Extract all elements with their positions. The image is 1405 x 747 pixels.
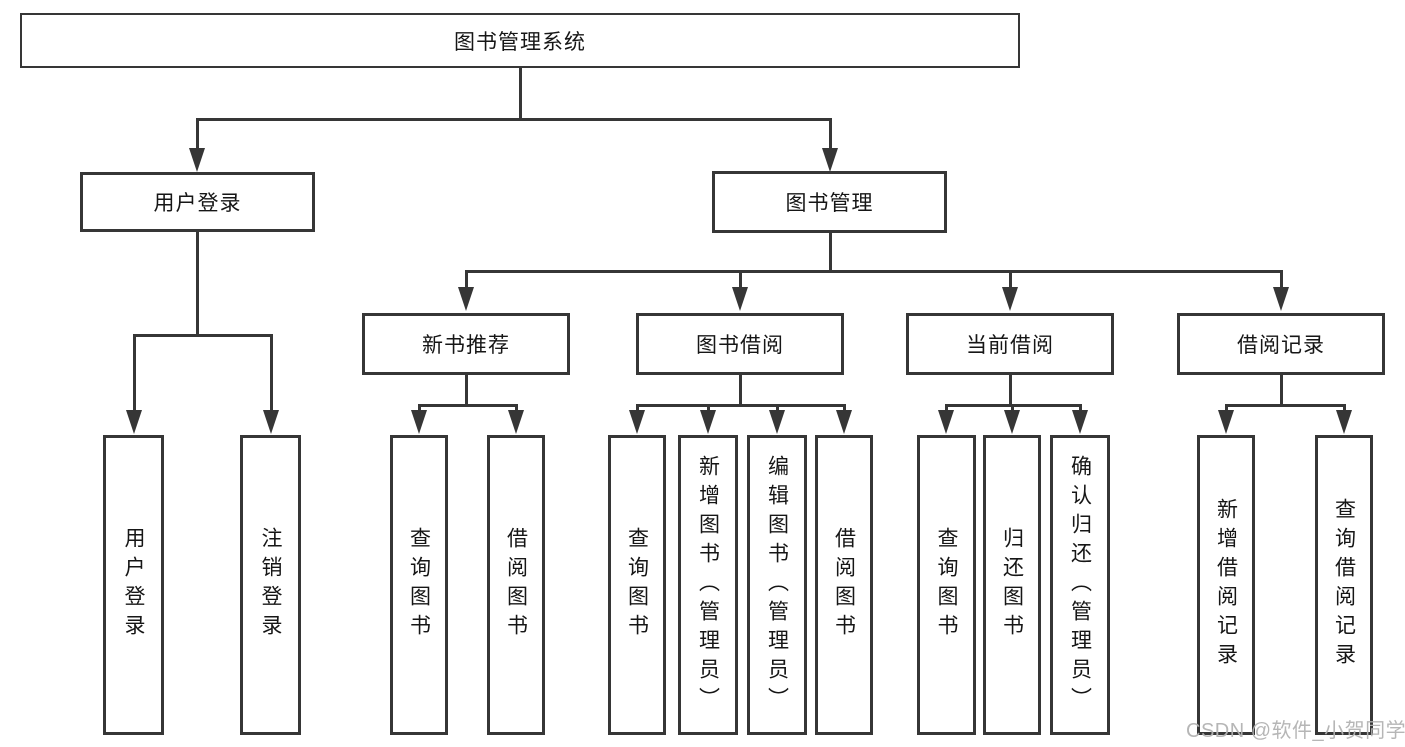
arrowhead-records-leaf1-icon <box>1218 410 1234 434</box>
connector-borrowing-leaf3-stem <box>776 404 779 412</box>
leaf-query-books-borrowing: 查询图书 <box>608 435 666 735</box>
arrowhead-borrowing-leaf4-icon <box>836 410 852 434</box>
leaf-return-books: 归还图书 <box>983 435 1041 735</box>
connector-level1-rail <box>196 118 832 121</box>
connector-current-down-stem <box>1009 375 1012 406</box>
node-new-book-recommendation: 新书推荐 <box>362 313 570 375</box>
leaf-borrow-books-borrowing: 借阅图书 <box>815 435 873 735</box>
arrowhead-recommend-leaf1-icon <box>411 410 427 434</box>
connector-current-leaf2-stem <box>1011 404 1014 412</box>
connector-recommend-leaf2-stem <box>515 404 518 412</box>
connector-borrowing-leaf1-stem <box>636 404 639 412</box>
arrowhead-user-leaf2-icon <box>263 410 279 434</box>
leaf-query-books-recommend: 查询图书 <box>390 435 448 735</box>
connector-book-branch-stem <box>829 118 832 150</box>
connector-recommend-rail <box>418 404 518 407</box>
connector-section3-stem <box>1009 270 1012 288</box>
connector-records-down-stem <box>1280 375 1283 406</box>
arrowhead-section3-icon <box>1002 287 1018 311</box>
connector-sections-rail <box>465 270 1282 273</box>
connector-root-stem <box>519 68 522 118</box>
node-current-borrowing: 当前借阅 <box>906 313 1114 375</box>
node-book-management-branch: 图书管理 <box>712 171 947 233</box>
connector-recommend-leaf1-stem <box>418 404 421 412</box>
leaf-borrow-books-recommend: 借阅图书 <box>487 435 545 735</box>
arrowhead-borrowing-leaf3-icon <box>769 410 785 434</box>
arrowhead-section1-icon <box>458 287 474 311</box>
arrowhead-borrowing-leaf1-icon <box>629 410 645 434</box>
leaf-query-borrow-record: 查询借阅记录 <box>1315 435 1373 735</box>
arrowhead-section2-icon <box>732 287 748 311</box>
arrowhead-current-leaf2-icon <box>1004 410 1020 434</box>
connector-bookmgmt-down-stem <box>829 233 832 272</box>
connector-current-leaf1-stem <box>945 404 948 412</box>
connector-borrowing-leaf2-stem <box>707 404 710 412</box>
connector-user-rail <box>133 334 273 337</box>
leaf-confirm-return-admin: 确认归还（管理员） <box>1050 435 1110 735</box>
connector-borrowing-down-stem <box>739 375 742 406</box>
connector-section4-stem <box>1280 270 1283 288</box>
node-book-borrowing: 图书借阅 <box>636 313 844 375</box>
node-user-login-branch: 用户登录 <box>80 172 315 232</box>
connector-section2-stem <box>739 270 742 288</box>
leaf-add-books-admin: 新增图书（管理员） <box>678 435 738 735</box>
connector-borrowing-rail <box>636 404 845 407</box>
connector-section1-stem <box>465 270 468 288</box>
leaf-add-borrow-record: 新增借阅记录 <box>1197 435 1255 735</box>
leaf-query-books-current: 查询图书 <box>917 435 976 735</box>
arrowhead-user-branch-icon <box>189 148 205 172</box>
arrowhead-user-leaf1-icon <box>126 410 142 434</box>
connector-current-leaf3-stem <box>1079 404 1082 412</box>
arrowhead-section4-icon <box>1273 287 1289 311</box>
connector-records-rail <box>1225 404 1345 407</box>
connector-recommend-down-stem <box>465 375 468 406</box>
connector-user-down-stem <box>196 232 199 335</box>
arrowhead-current-leaf3-icon <box>1072 410 1088 434</box>
connector-records-leaf2-stem <box>1343 404 1346 412</box>
connector-records-leaf1-stem <box>1225 404 1228 412</box>
arrowhead-recommend-leaf2-icon <box>508 410 524 434</box>
arrowhead-records-leaf2-icon <box>1336 410 1352 434</box>
node-root-system: 图书管理系统 <box>20 13 1020 68</box>
leaf-edit-books-admin: 编辑图书（管理员） <box>747 435 807 735</box>
node-borrowing-records: 借阅记录 <box>1177 313 1385 375</box>
arrowhead-current-leaf1-icon <box>938 410 954 434</box>
csdn-watermark: CSDN @软件_小贺同学 <box>1186 720 1405 742</box>
connector-user-branch-stem <box>196 118 199 150</box>
leaf-logout: 注销登录 <box>240 435 301 735</box>
connector-borrowing-leaf4-stem <box>843 404 846 412</box>
arrowhead-borrowing-leaf2-icon <box>700 410 716 434</box>
arrowhead-book-branch-icon <box>822 148 838 172</box>
leaf-user-login: 用户登录 <box>103 435 164 735</box>
connector-user-leaf1-stem <box>133 334 136 411</box>
connector-user-leaf2-stem <box>270 334 273 411</box>
